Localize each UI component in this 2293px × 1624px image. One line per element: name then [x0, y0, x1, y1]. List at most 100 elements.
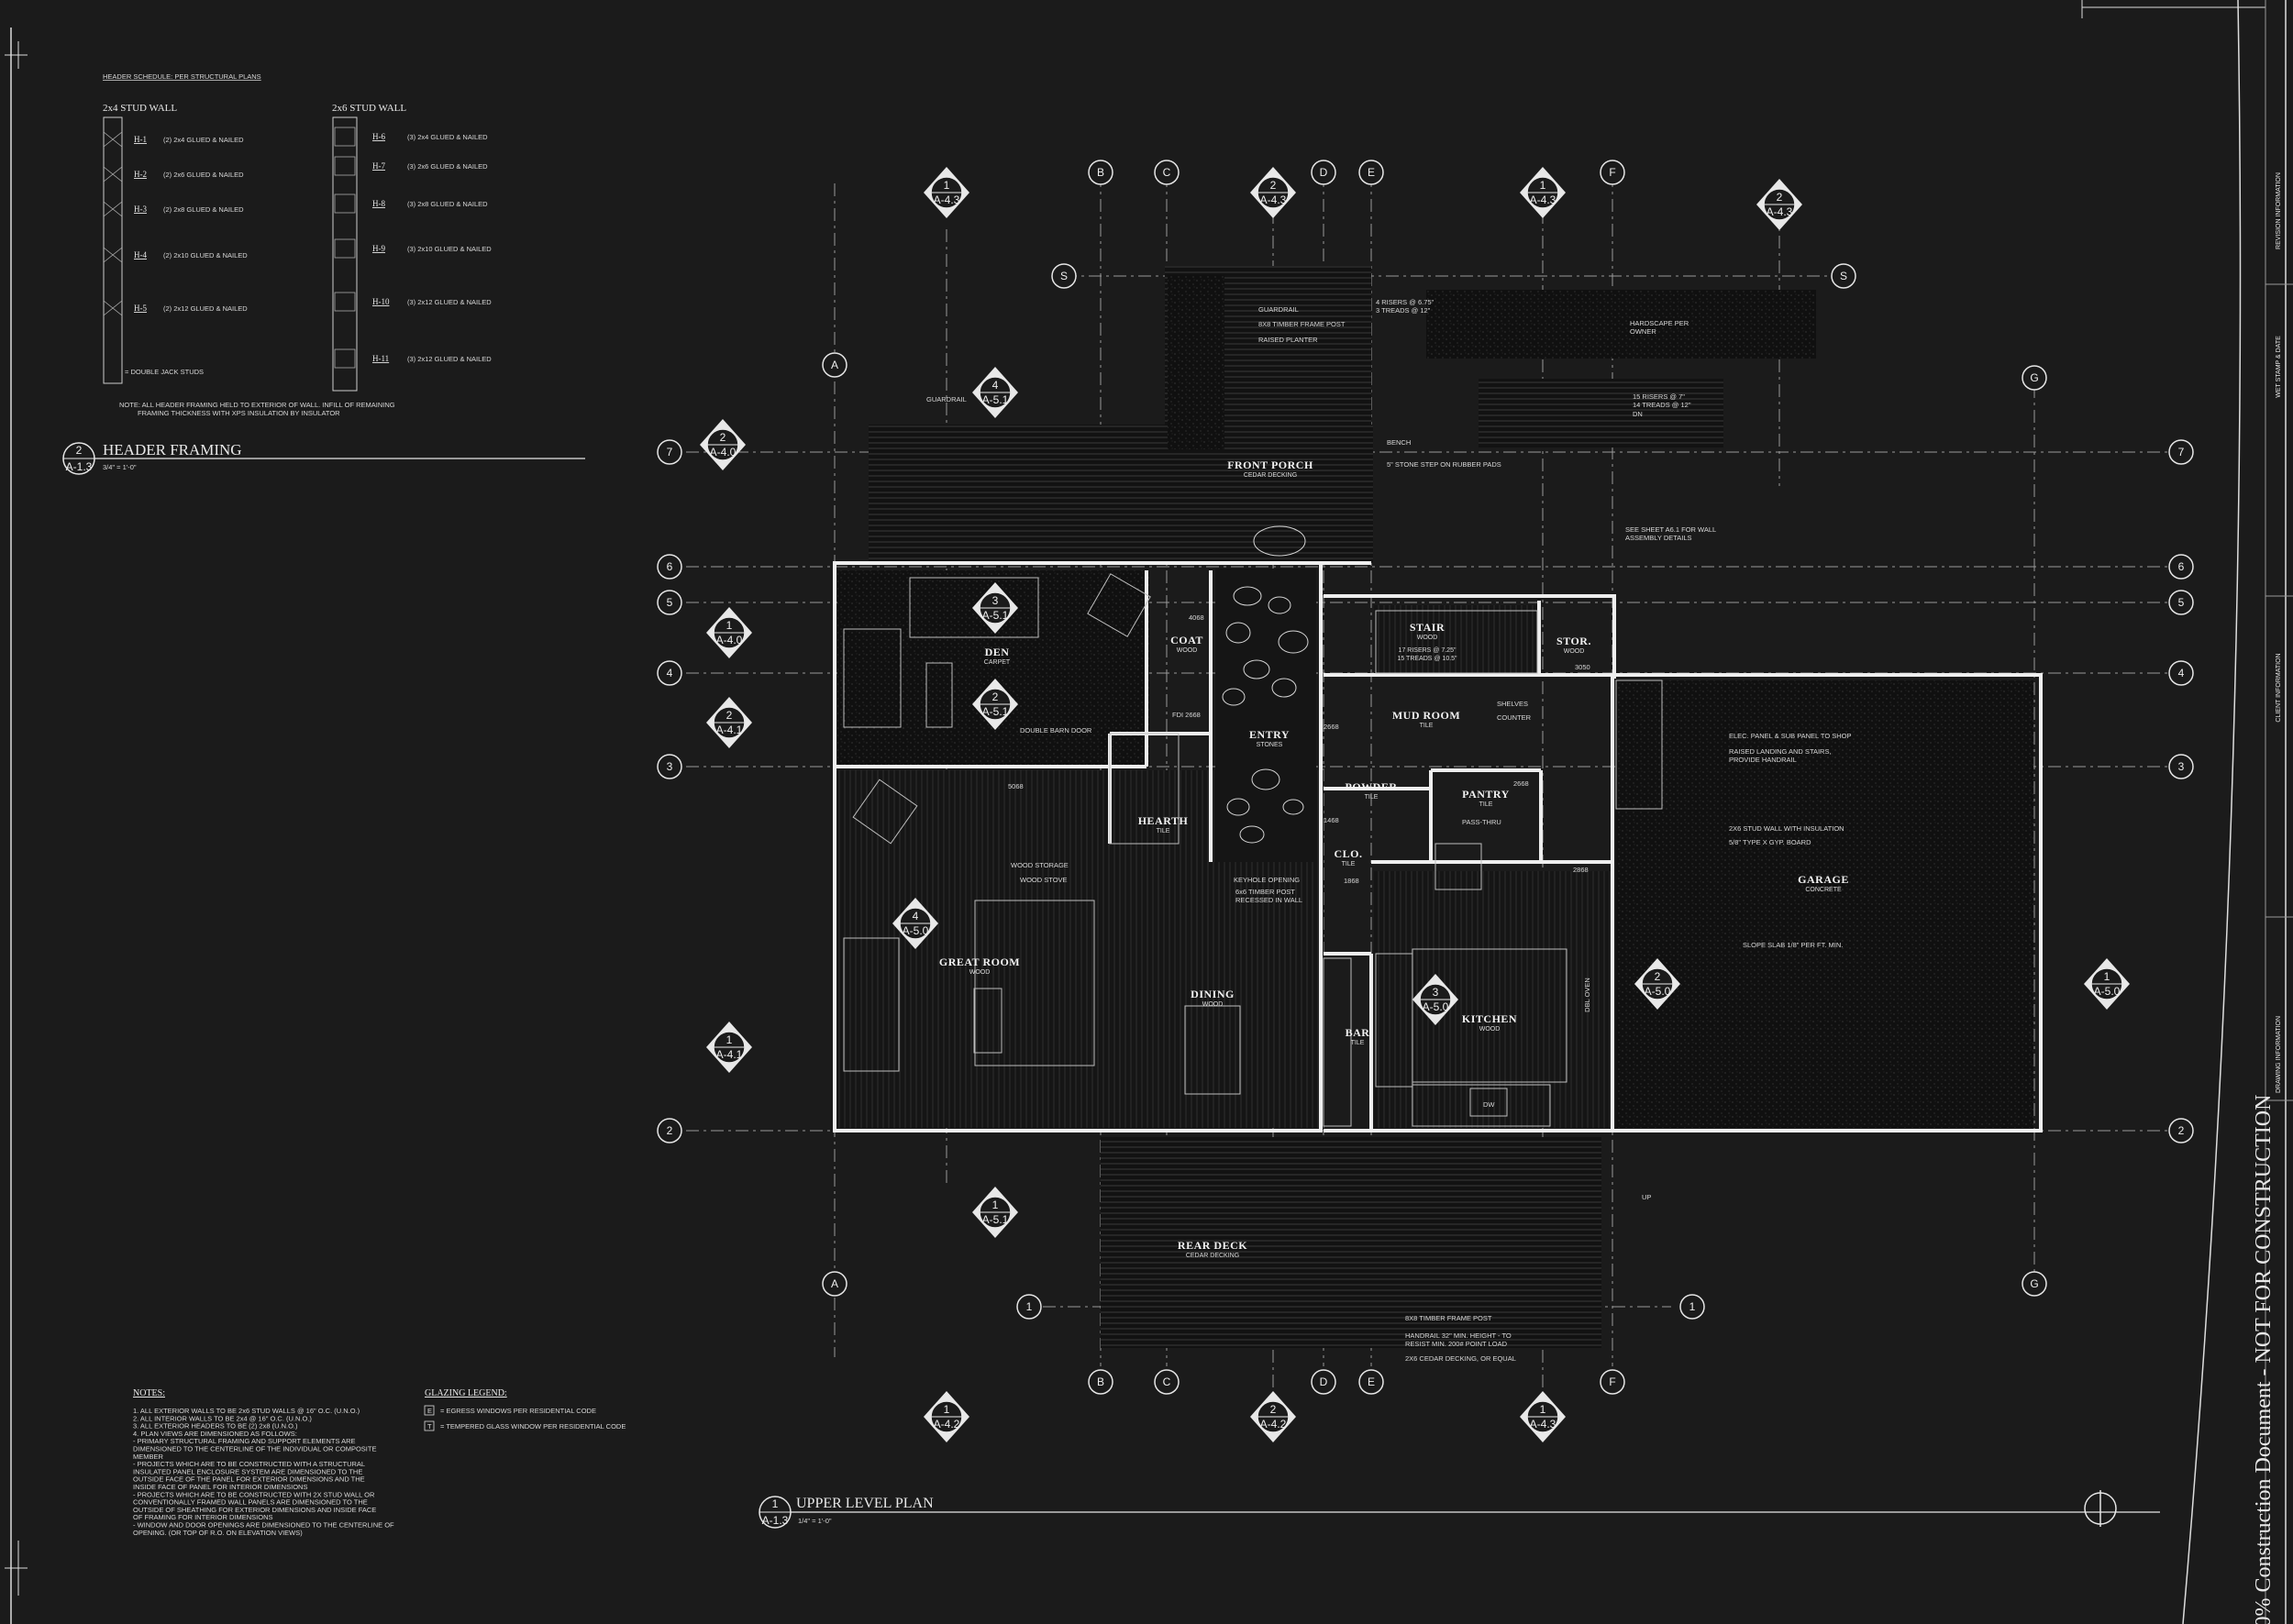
- header-tag: H-1: [134, 135, 147, 144]
- callout-recessed: RECESSED IN WALL: [1235, 896, 1302, 904]
- room-name-bar: BAR: [1346, 1026, 1370, 1039]
- note-line: OF FRAMING FOR INTERIOR DIMENSIONS: [133, 1513, 273, 1521]
- sheet-border: [5, 0, 2293, 1624]
- callout-counter: COUNTER: [1497, 713, 1532, 722]
- great-room-sectional: [974, 900, 1095, 1066]
- header-title-num: 2: [76, 444, 83, 457]
- header-tag: H-9: [372, 244, 385, 253]
- kitchen-counter-bottom: [1412, 1084, 1551, 1127]
- callout-elec-panel: ELEC. PANEL & SUB PANEL TO SHOP: [1729, 732, 1852, 740]
- den-chair: [1087, 573, 1151, 637]
- section-marker-num: 4: [913, 910, 919, 922]
- raised-planter: [1168, 275, 1224, 449]
- section-marker-num: 1: [944, 1403, 950, 1416]
- stair-note-risers: 17 RISERS @ 7.25": [1399, 647, 1457, 654]
- header-framing-title: 2 A-1.3 HEADER FRAMING 3/4" = 1'-0": [62, 441, 585, 475]
- callout-gyp-board: 5/8" TYPE X GYP. BOARD: [1729, 838, 1811, 846]
- room-finish-den: CARPET: [984, 659, 1011, 666]
- room-name-stair: STAIR: [1410, 621, 1445, 634]
- kitchen-counter-top: [1375, 953, 1413, 1088]
- front-porch-surface: [869, 425, 1373, 562]
- section-marker-num: 1: [1540, 1403, 1546, 1416]
- section-marker-sheet: A-5.0: [903, 924, 929, 937]
- plan-title: UPPER LEVEL PLAN: [796, 1496, 934, 1511]
- callout-wood-stove: WOOD STOVE: [1020, 876, 1068, 884]
- section-marker-sheet: A-5.0: [1645, 985, 1671, 998]
- callout-wood-storage: WOOD STORAGE: [1011, 861, 1069, 869]
- room-name-clo: CLO.: [1334, 847, 1362, 860]
- room-finish-entry: STONES: [1257, 742, 1283, 748]
- stair-fill: [1374, 605, 1539, 674]
- room-finish-coat: WOOD: [1177, 647, 1198, 654]
- note-line: OUTSIDE OF SHEATHING FOR EXTERIOR DIMENS…: [133, 1506, 376, 1514]
- section-marker-num: 1: [992, 1199, 999, 1211]
- room-finish-dining: WOOD: [1202, 1001, 1224, 1008]
- callout-keyhole: KEYHOLE OPENING: [1234, 876, 1300, 884]
- section-marker-sheet: A-4.1: [716, 1048, 743, 1061]
- callout-handrail: HANDRAIL 32" MIN. HEIGHT - TO: [1405, 1331, 1512, 1340]
- bar-counter: [1323, 957, 1352, 1127]
- plan-title-sheet: A-1.3: [762, 1514, 789, 1527]
- entry-fill: [1215, 569, 1316, 862]
- callout-raised-landing2: PROVIDE HANDRAIL: [1729, 756, 1797, 764]
- room-name-dining: DINING: [1191, 988, 1235, 1000]
- room-name-pantry: PANTRY: [1462, 788, 1510, 801]
- section-marker-sheet: A-5.1: [982, 705, 1009, 718]
- dining-table: [1184, 1005, 1241, 1095]
- section-marker-num: 2: [1777, 191, 1783, 204]
- room-finish-stor: WOOD: [1564, 648, 1585, 655]
- room-name-kitchen: KITCHEN: [1462, 1012, 1517, 1025]
- header-tag: H-11: [372, 354, 389, 363]
- header-tag: H-4: [134, 250, 147, 260]
- section-marker-sheet: A-4.1: [716, 724, 743, 736]
- header-desc: (3) 2x10 GLUED & NAILED: [407, 245, 492, 253]
- room-finish-powder: TILE: [1365, 794, 1379, 801]
- den-console: [909, 577, 1039, 638]
- great-room-chair: [852, 779, 918, 845]
- callout-cedar: 2X6 CEDAR DECKING, OR EQUAL: [1405, 1354, 1516, 1363]
- grid-bubble-label: B: [1097, 1375, 1104, 1388]
- header-desc: (2) 2x6 GLUED & NAILED: [163, 171, 244, 179]
- callout-guardrail2: GUARDRAIL: [926, 395, 967, 403]
- room-finish-hearth: TILE: [1157, 828, 1170, 834]
- header-desc: (3) 2x12 GLUED & NAILED: [407, 298, 492, 306]
- header-schedule-title: HEADER SCHEDULE: PER STRUCTURAL PLANS: [103, 72, 261, 81]
- door-1468: 1468: [1324, 816, 1339, 824]
- callout-treads-front: 3 TREADS @ 12": [1376, 306, 1431, 315]
- callout-raised-landing: RAISED LANDING AND STAIRS,: [1729, 747, 1832, 756]
- note-line: - WINDOW AND DOOR OPENINGS ARE DIMENSION…: [133, 1521, 394, 1530]
- grid-bubble-label: 4: [667, 667, 673, 679]
- note-line: 2. ALL INTERIOR WALLS TO BE 2x4 @ 16" O.…: [133, 1414, 312, 1422]
- note-line: 1. ALL EXTERIOR WALLS TO BE 2x6 STUD WAL…: [133, 1407, 360, 1415]
- header-desc: (2) 2x4 GLUED & NAILED: [163, 136, 244, 144]
- section-marker-num: 2: [720, 431, 726, 444]
- title-block: REVISION INFORMATION WET STAMP & DATE CL…: [2252, 172, 2282, 1624]
- room-finish-kitchen: WOOD: [1479, 1026, 1501, 1033]
- callout-up-rear: UP: [1642, 1193, 1651, 1201]
- note-line: - PRIMARY STRUCTURAL FRAMING AND SUPPORT…: [133, 1437, 356, 1445]
- header-desc: (2) 2x8 GLUED & NAILED: [163, 205, 244, 214]
- header-scale: 3/4" = 1'-0": [103, 463, 137, 471]
- grid-bubble-label: 1: [1026, 1300, 1033, 1313]
- callout-risers-front: 4 RISERS @ 6.75": [1376, 298, 1435, 306]
- header-tag: H-6: [372, 132, 385, 141]
- callout-handrail2: RESIST MIN. 200# POINT LOAD: [1405, 1340, 1508, 1348]
- callout-risers-back: 15 RISERS @ 7": [1633, 392, 1685, 401]
- section-marker-sheet: A-4.3: [1530, 1418, 1556, 1431]
- callout-see-sheet: SEE SHEET A6.1 FOR WALL: [1625, 525, 1716, 534]
- callout-pass-thru: PASS-THRU: [1462, 818, 1501, 826]
- grid-bubble-label: 3: [667, 760, 673, 773]
- grid-bubble-label: 1: [1689, 1300, 1696, 1313]
- room-finish-stair: WOOD: [1417, 635, 1438, 641]
- callout-guardrail: GUARDRAIL: [1258, 305, 1299, 314]
- callout-fdi: FDI 2668: [1172, 711, 1201, 719]
- note-line: CONVENTIONALLY FRAMED WALL PANELS ARE DI…: [133, 1498, 368, 1507]
- grid-bubble-label: 5: [667, 596, 673, 609]
- header-desc: (2) 2x10 GLUED & NAILED: [163, 251, 248, 260]
- header-tag: H-3: [134, 204, 147, 214]
- note-line: OPENING. (OR TOP OF R.O. ON ELEVATION VI…: [133, 1529, 303, 1537]
- callout-slope-slab: SLOPE SLAB 1/8" PER FT. MIN.: [1743, 941, 1843, 949]
- callout-rear-post: 8X8 TIMBER FRAME POST: [1405, 1314, 1492, 1322]
- header-tag: H-8: [372, 199, 385, 208]
